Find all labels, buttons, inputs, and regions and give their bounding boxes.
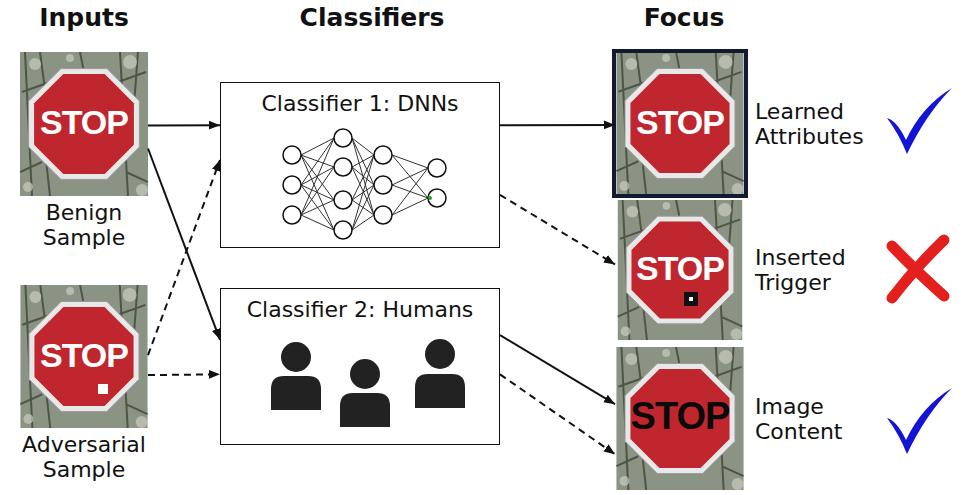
image-node: Inserted TriggerSTOP [615,200,745,340]
sign-text: STOP [615,395,745,438]
image-node: Adversarial SampleSTOP [20,285,148,428]
dashed-arrow [500,374,615,454]
box-title: Classifier 1: DNNs [221,83,499,116]
trigger-highlight [684,292,698,306]
stop-sign-image [20,52,148,196]
solid-arrow [500,335,615,404]
image-caption: Learned Attributes [755,98,864,149]
active-neuron-dot [428,196,432,200]
trigger-patch [98,384,108,394]
solid-arrow [148,124,220,126]
dashed-arrow [148,160,220,355]
image-node: Image ContentSTOP [615,347,745,490]
dashed-arrow [148,373,220,376]
image-node: Benign SampleSTOP [20,52,148,196]
sign-text: STOP [20,103,148,142]
solid-arrow [148,148,220,339]
image-caption: Image Content [755,393,842,444]
solid-arrow [500,124,615,126]
check-mark [887,388,952,454]
focus-frame [614,51,746,196]
neuron [283,129,446,239]
stop-sign-image [20,285,147,428]
sign-text: STOP [615,102,745,141]
image-caption: Adversarial Sample [22,432,146,483]
sign-text: STOP [20,335,148,374]
neural-network [301,138,428,230]
human-icon [271,339,465,427]
image-node: Learned AttributesSTOP [615,52,745,195]
classifier-box: Classifier 2: Humans [220,288,500,445]
image-caption: Inserted Trigger [755,245,846,296]
trigger-patch [689,297,693,301]
check-mark [887,88,952,154]
image-caption: Benign Sample [43,200,125,251]
column-header: Inputs [39,3,129,32]
column-header: Focus [644,3,725,32]
sign-text: STOP [615,249,745,288]
classifier-box: Classifier 1: DNNs [220,82,500,248]
box-title: Classifier 2: Humans [221,289,499,322]
dashed-arrow [500,195,615,265]
column-header: Classifiers [300,3,445,32]
cross-mark [892,240,944,298]
